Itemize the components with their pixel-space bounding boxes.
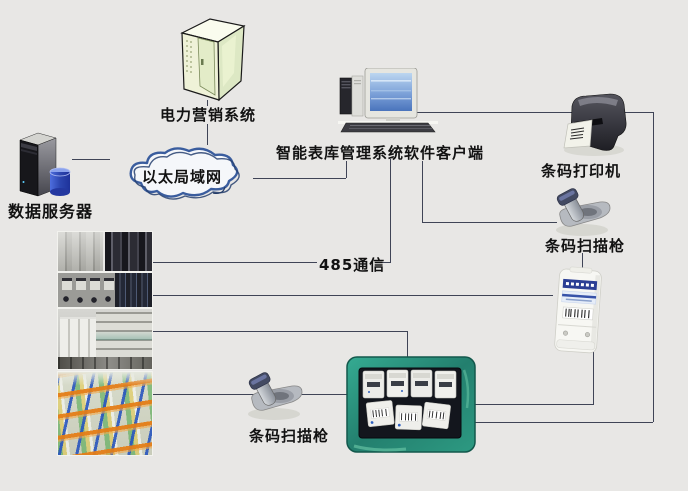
edge-line [152, 262, 317, 263]
edge-line [653, 112, 654, 422]
edge-line [470, 404, 594, 405]
edge-line [593, 352, 594, 404]
label-barcode-scanner-top: 条码扫描枪 [545, 237, 626, 255]
photo-storage-racks [57, 371, 153, 456]
barcode-scanner-graphic [242, 370, 306, 422]
label-data-server: 数据服务器 [8, 202, 94, 221]
photo-meter-cabinet [57, 272, 153, 308]
edge-line [207, 124, 208, 145]
photo-mobile-shelving [57, 308, 153, 370]
meter-tray-graphic [346, 356, 476, 455]
edge-line [422, 222, 557, 223]
photo-panel-stripes [115, 273, 152, 307]
panel-meter-box [90, 278, 100, 290]
edge-line [72, 159, 110, 160]
label-ethernet-lan: 以太局域网 [142, 168, 223, 186]
edge-line [390, 159, 391, 262]
edge-line [346, 161, 347, 178]
barcode-printer-graphic [558, 92, 628, 158]
server-cabinet-graphic [170, 13, 252, 103]
panel-meter-box [104, 278, 114, 290]
label-power-marketing-system: 电力营销系统 [160, 106, 257, 124]
edge-line [152, 394, 348, 395]
photo-dark-cabinets [105, 232, 152, 271]
network-cloud-graphic [123, 137, 247, 207]
data-server-graphic [14, 130, 76, 202]
label-barcode-scanner-bottom: 条码扫描枪 [249, 427, 330, 445]
edge-line [422, 161, 423, 222]
barcode-scanner-graphic [550, 186, 614, 238]
edge-line [253, 178, 346, 179]
edge-line [472, 422, 653, 423]
photo-meter-panel [58, 273, 115, 307]
edge-line [152, 331, 408, 332]
shelving-cabinet-fronts [60, 317, 96, 359]
panel-meter-box [62, 278, 72, 290]
label-485-comm: 485通信 [319, 256, 386, 274]
edge-line [207, 100, 208, 106]
label-barcode-printer: 条码打印机 [541, 162, 622, 180]
edge-line [378, 262, 391, 263]
electric-meter-graphic [551, 266, 607, 358]
edge-line [152, 295, 553, 296]
edge-line [407, 331, 408, 358]
shelving-floor [58, 357, 152, 369]
panel-meter-box [76, 278, 86, 290]
photo-cabinet-shelves [58, 232, 103, 271]
shelving-racks [96, 312, 152, 358]
client-computer-graphic [338, 68, 438, 134]
edge-line [582, 253, 583, 269]
edge-line [408, 112, 653, 113]
label-client-workstation: 智能表库管理系统软件客户端 [276, 144, 485, 162]
photo-warehouse-cabinets [57, 231, 153, 272]
